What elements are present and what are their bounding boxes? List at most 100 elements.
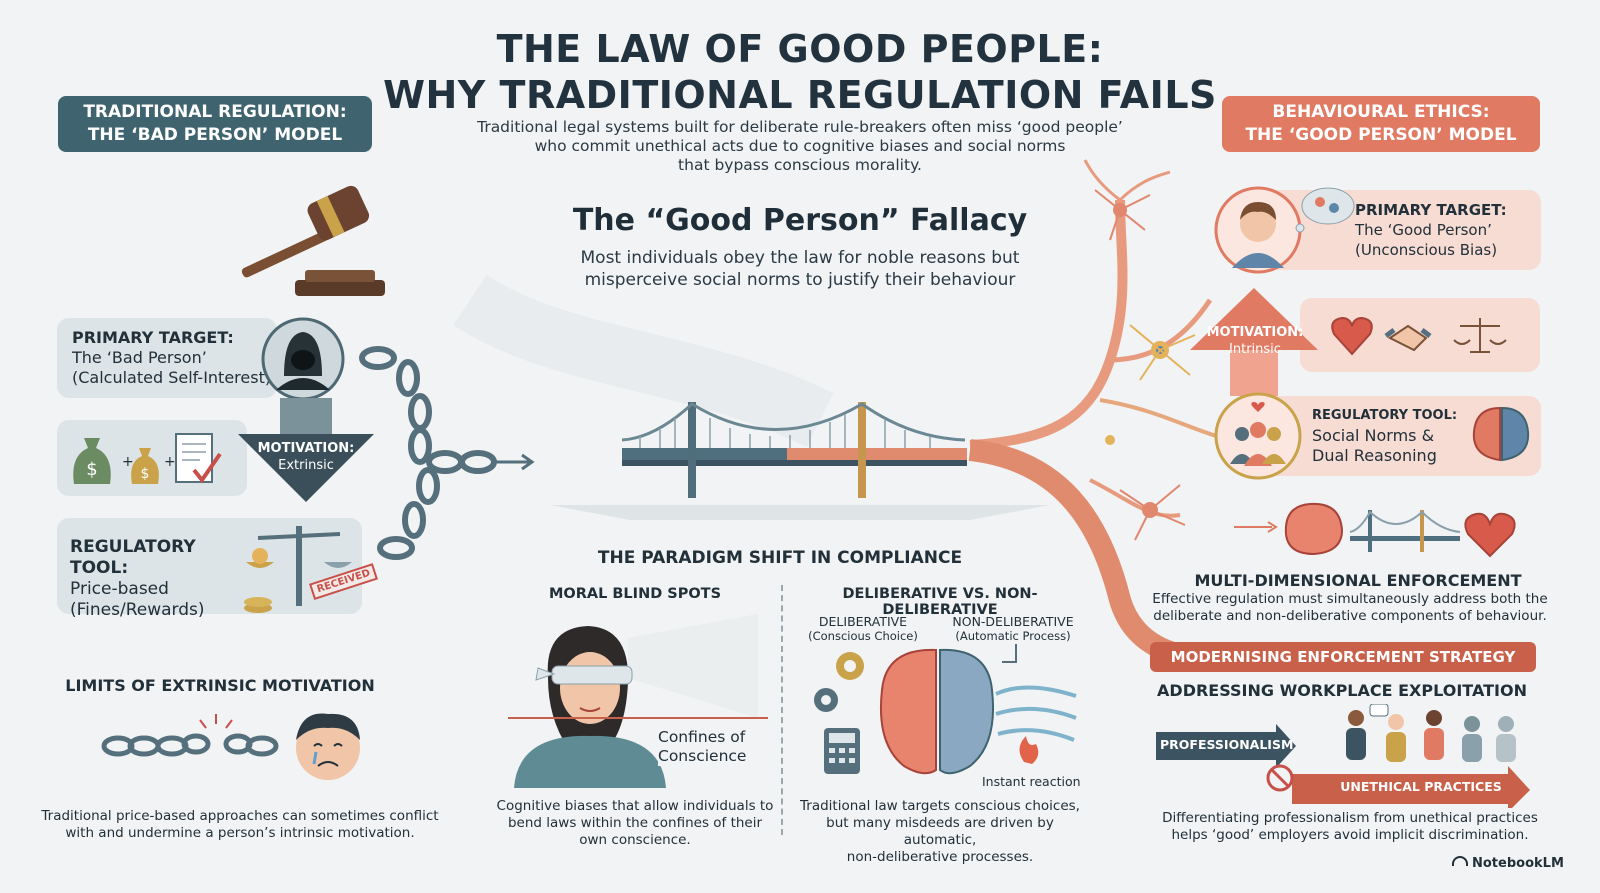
page-title: THE LAW OF GOOD PEOPLE: WHY TRADITIONAL … [300, 26, 1300, 118]
fallacy-line-2: misperceive social norms to justify thei… [584, 270, 1016, 290]
intrinsic-motivation-label: MOTIVATION: Intrinsic [1200, 324, 1310, 358]
money-bags-icon: $ + $ + [73, 433, 222, 484]
subtitle-line-2: who commit unethical acts due to cogniti… [534, 137, 1066, 155]
heart-icon [1331, 316, 1373, 356]
non-deliberative-subtitle: (Automatic Process) [955, 629, 1071, 643]
good-person-model-header: BEHAVIOURAL ETHICS: THE ‘GOOD PERSON’ MO… [1222, 96, 1540, 152]
intrinsic-arrow-icon [1190, 288, 1318, 396]
multi-line-2: deliberate and non-deliberative componen… [1153, 608, 1547, 624]
brain-bridge-heart-icon [1284, 502, 1516, 558]
confines-of-conscience-label: Confines of Conscience [658, 728, 768, 766]
tool-line-1: Social Norms & [1312, 426, 1435, 445]
motivation-value: Extrinsic [278, 458, 334, 473]
svg-text:+: + [164, 454, 176, 470]
blind-line-3: own conscience. [579, 832, 691, 848]
notebooklm-logo-icon [1452, 856, 1468, 866]
deliberative-title: DELIBERATIVE [818, 614, 908, 629]
svg-text:$: $ [86, 459, 97, 480]
broken-chain-icon [101, 713, 360, 780]
community-icon [1214, 392, 1302, 480]
chain-illustration [359, 346, 497, 560]
multi-dimensional-heading: MULTI-DIMENSIONAL ENFORCEMENT [1194, 571, 1522, 590]
professionalism-label: PROFESSIONALISM [1160, 737, 1294, 752]
deliberative-heading: DELIBERATIVE VS. NON-DELIBERATIVE [842, 586, 1038, 618]
workplace-heading: ADDRESSING WORKPLACE EXPLOITATION [1157, 681, 1527, 700]
tool-line-2: (Fines/Rewards) [70, 600, 205, 620]
fallacy-line-1: Most individuals obey the law for noble … [580, 248, 1020, 268]
fallacy-title: The “Good Person” Fallacy [572, 203, 1028, 238]
left-header-line-2: THE ‘BAD PERSON’ MODEL [87, 125, 343, 145]
title-line-2: WHY TRADITIONAL REGULATION FAILS [383, 73, 1217, 117]
branding: NotebookLM [1452, 856, 1564, 871]
non-deliberative-title: NON-DELIBERATIVE [952, 614, 1074, 629]
workplace-body: Differentiating professionalism from une… [1140, 810, 1560, 844]
target-line-1: The ‘Bad Person’ [72, 348, 207, 367]
tool-label: REGULATORY TOOL: [70, 537, 196, 578]
target-label: PRIMARY TARGET: [1355, 201, 1507, 219]
bridge-illustration [550, 402, 1050, 520]
fire-icon [1019, 736, 1039, 764]
multi-line-1: Effective regulation must simultaneously… [1152, 591, 1548, 607]
multi-dimensional-body: Effective regulation must simultaneously… [1140, 591, 1560, 625]
scales-icon [1453, 318, 1507, 353]
limits-line-2: with and undermine a person’s intrinsic … [65, 825, 415, 841]
target-line-2: (Calculated Self-Interest) [72, 368, 272, 387]
fallacy-body: Most individuals obey the law for noble … [540, 247, 1060, 291]
neuron-trunk [969, 199, 1128, 450]
paradigm-shift-heading: THE PARADIGM SHIFT IN COMPLIANCE [597, 548, 963, 568]
workplace-illustration [1156, 704, 1530, 808]
gavel-icon [241, 185, 385, 296]
bad-person-model-header: TRADITIONAL REGULATION: THE ‘BAD PERSON’… [58, 96, 372, 152]
right-header-line-2: THE ‘GOOD PERSON’ MODEL [1245, 125, 1517, 145]
deliberative-body: Traditional law targets conscious choice… [790, 798, 1090, 866]
gear-icon [836, 652, 864, 680]
limits-heading: LIMITS OF EXTRINSIC MOTIVATION [65, 676, 375, 695]
limits-line-1: Traditional price-based approaches can s… [41, 808, 439, 824]
delib-line-1: Traditional law targets conscious choice… [800, 798, 1080, 814]
moral-blind-spots-body: Cognitive biases that allow individuals … [495, 798, 775, 849]
tool-line-2: Dual Reasoning [1312, 446, 1437, 465]
subtitle-line-3: that bypass conscious morality. [678, 156, 922, 174]
good-person-avatar-icon [1214, 186, 1355, 274]
work-line-2: helps ‘good’ employers avoid implicit di… [1171, 827, 1529, 843]
target-label: PRIMARY TARGET: [72, 328, 234, 347]
deliberative-subtitle: (Conscious Choice) [808, 629, 918, 643]
conscience-line-1: Confines of [658, 728, 746, 746]
subtitle-line-1: Traditional legal systems built for deli… [477, 118, 1123, 136]
scales-icon [244, 526, 352, 613]
blindfolded-woman-icon [508, 614, 768, 788]
hooded-figure-icon [261, 317, 345, 401]
deliberative-label: DELIBERATIVE (Conscious Choice) [788, 614, 938, 644]
dual-brain-icon [1472, 406, 1530, 462]
bad-person-target-text: PRIMARY TARGET: The ‘Bad Person’ (Calcul… [72, 328, 272, 388]
svg-text:+: + [122, 454, 134, 470]
values-icons [1331, 316, 1507, 356]
blind-line-1: Cognitive biases that allow individuals … [496, 798, 774, 814]
business-people-icon [1346, 704, 1516, 762]
motivation-label: MOTIVATION: [1206, 325, 1304, 340]
work-line-1: Differentiating professionalism from une… [1162, 810, 1538, 826]
non-deliberative-label: NON-DELIBERATIVE (Automatic Process) [938, 614, 1088, 644]
blind-line-2: bend laws within the confines of their [507, 815, 763, 831]
page-subtitle: Traditional legal systems built for deli… [470, 118, 1130, 175]
left-header-line-1: TRADITIONAL REGULATION: [83, 102, 347, 122]
target-line-2: (Unconscious Bias) [1355, 241, 1498, 259]
calculator-icon [824, 728, 860, 774]
instant-reaction-label: Instant reaction [982, 774, 1081, 789]
delib-line-2: but many misdeeds are driven by automati… [826, 815, 1054, 848]
target-line-1: The ‘Good Person’ [1355, 221, 1492, 239]
title-line-1: THE LAW OF GOOD PEOPLE: [496, 27, 1104, 71]
arrow-right-icon [1234, 521, 1278, 533]
motivation-value: Intrinsic [1229, 342, 1281, 357]
unethical-practices-label: UNETHICAL PRACTICES [1340, 779, 1502, 794]
right-header-line-1: BEHAVIOURAL ETHICS: [1272, 102, 1490, 122]
price-based-tool-text: REGULATORY TOOL: Price-based (Fines/Rewa… [70, 537, 250, 621]
column-divider [781, 585, 783, 835]
delib-line-3: non-deliberative processes. [846, 849, 1034, 865]
good-person-target-text: PRIMARY TARGET: The ‘Good Person’ (Uncon… [1355, 200, 1535, 260]
strategy-bar: MODERNISING ENFORCEMENT STRATEGY [1150, 642, 1536, 672]
handshake-icon [1384, 324, 1432, 352]
gear-icon [814, 688, 838, 712]
dual-process-brain-icon [814, 644, 1077, 775]
